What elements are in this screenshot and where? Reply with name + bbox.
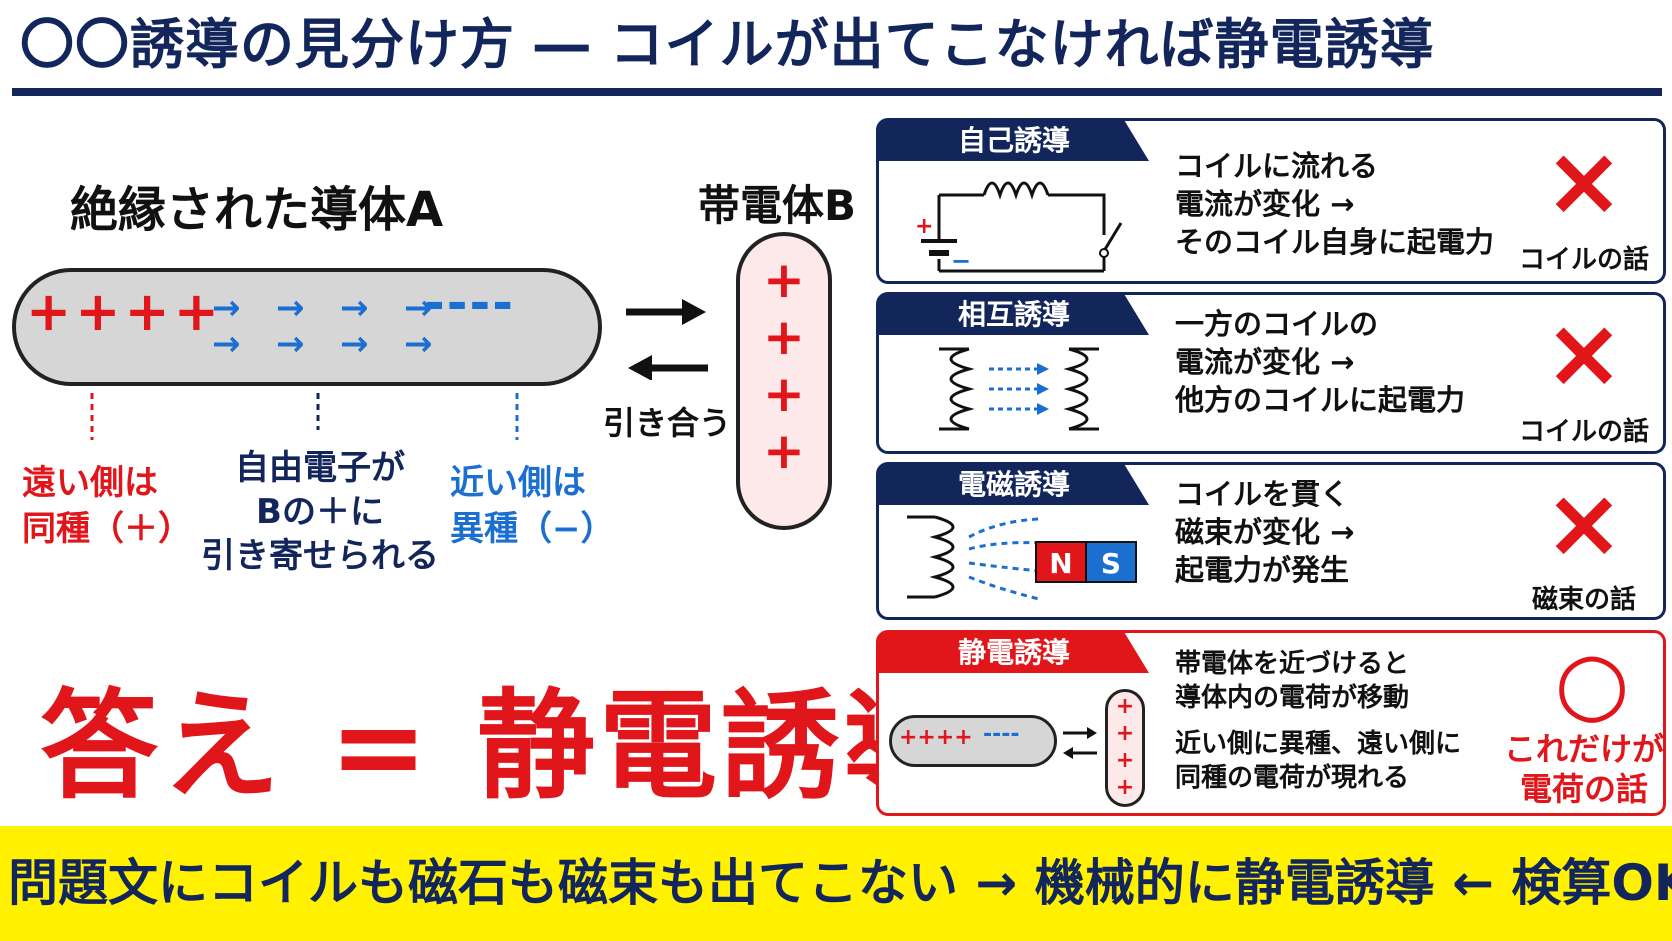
battery-plus: + (915, 214, 933, 239)
card-tag: 電磁誘導 (879, 465, 1149, 505)
mini-plus-charges: ++++ (899, 725, 973, 750)
plus-charge: + (763, 251, 805, 309)
mini-charged-body (1105, 689, 1145, 807)
desc-line: そのコイル自身に起電力 (1175, 225, 1495, 259)
verdict-line2: 電荷の話 (1519, 770, 1648, 808)
desc-line: 磁束が変化 → (1175, 515, 1355, 549)
far-side-label-line1: 遠い側は (22, 463, 158, 503)
desc-line: 帯電体を近づけると (1175, 649, 1410, 679)
verdict-line1: これだけが (1503, 730, 1664, 768)
near-side-label-line1: 近い側は (450, 463, 586, 503)
plus-charge: + (763, 422, 805, 480)
arrow-right-icon: → (212, 288, 241, 328)
battery-minus: − (951, 247, 971, 275)
arrow-right-icon: → (404, 288, 433, 328)
plus-charge: + (763, 308, 805, 366)
plus-charge: + (1115, 694, 1135, 719)
footer-banner: 問題文にコイルも磁石も磁束も出てこない → 機械的に静電誘導 ← 検算OK (0, 826, 1672, 941)
mini-charged-body-charges: + + + + (1105, 693, 1145, 801)
card-tag: 相互誘導 (879, 295, 1149, 335)
coil-icon (907, 515, 955, 599)
card-verdict: 磁束の話 (1531, 585, 1636, 615)
arrow-right-icon: → (340, 288, 369, 328)
card-description: コイルに流れる 電流が変化 → そのコイル自身に起電力 (1175, 147, 1494, 261)
magnet-north: N (1035, 541, 1087, 583)
cross-mark-icon: × (1543, 297, 1625, 409)
card-description: 帯電体を近づけると 導体内の電荷が移動 近い側に異種、遠い側に 同種の電荷が現れ… (1175, 647, 1461, 795)
desc-line: 起電力が発生 (1175, 553, 1350, 587)
charged-body-charges: + + + + (736, 252, 832, 480)
coil-icon (939, 347, 975, 431)
desc-line: 電流が変化 → (1175, 187, 1355, 221)
cross-mark-icon: × (1543, 125, 1625, 237)
card-tag: 自己誘導 (879, 121, 1149, 161)
card-verdict: これだけが 電荷の話 (1499, 729, 1669, 809)
leader-lines (90, 393, 519, 440)
card-description: 一方のコイルの 電流が変化 → 他方のコイルに起電力 (1175, 305, 1465, 419)
circle-mark-icon: ○ (1554, 633, 1630, 733)
conductor-minus-charges: ---- (424, 274, 516, 332)
far-side-label: 遠い側は 同種（＋） (22, 460, 192, 552)
coil-icon (982, 181, 1050, 200)
switch-icon (1102, 222, 1123, 271)
arrow-right-icon: → (276, 324, 305, 364)
conductor-heading: 絶縁された導体A (70, 182, 444, 238)
arrowhead-left (628, 355, 652, 380)
desc-line: コイルを貫く (1175, 477, 1350, 511)
arrow-right-icon: → (212, 324, 241, 364)
mini-conductor (889, 715, 1057, 767)
far-side-label-line2: 同種（＋） (22, 509, 192, 549)
self-induction-circuit-icon: + − (915, 181, 1123, 275)
plus-charge: + (763, 365, 805, 423)
near-side-label: 近い側は 異種（−） (450, 460, 615, 552)
title-underline (12, 88, 1662, 96)
mini-minus-charges: ---- (983, 722, 1020, 747)
attract-label: 引き合う (603, 404, 732, 442)
plus-charge: + (1115, 748, 1135, 773)
charged-body-heading: 帯電体B (698, 181, 857, 230)
card-electrostatic-induction: 静電誘導 ++++ ---- + + + + 帯電体を近づけると 導体内の電荷が… (876, 630, 1666, 816)
desc-line: 近い側に異種、遠い側に (1175, 729, 1462, 759)
flux-lines-icon (968, 517, 1040, 601)
card-mutual-induction: 相互誘導 一方のコイルの 電流が変化 → 他方のコイルに起電力 × コイルの話 (876, 292, 1666, 454)
mini-attraction-arrows (1063, 727, 1097, 759)
free-electron-line3: 引き寄せられる (201, 536, 439, 576)
desc-line: 一方のコイルの (1175, 307, 1379, 341)
card-verdict: コイルの話 (1518, 245, 1649, 275)
free-electron-line2: Bの＋に (256, 492, 384, 532)
page-title: 〇〇誘導の見分け方 ― コイルが出てこなければ静電誘導 (20, 13, 1435, 76)
magnet-coil-icon (907, 515, 1040, 601)
desc-line: 同種の電荷が現れる (1175, 763, 1410, 793)
mutual-induction-coils-icon (939, 347, 1099, 431)
conductor-plus-charges: ++++ (26, 280, 223, 343)
near-side-label-line2: 異種（−） (450, 509, 615, 549)
footer-text: 問題文にコイルも磁石も磁束も出てこない → 機械的に静電誘導 ← 検算OK (8, 854, 1672, 912)
answer-text: 答え = 静電誘導 (40, 677, 966, 815)
card-verdict: コイルの話 (1518, 417, 1649, 447)
card-tag: 静電誘導 (879, 633, 1149, 673)
arrow-right-icon: → (404, 324, 433, 364)
arrow-right-icon: → (276, 288, 305, 328)
desc-line: 電流が変化 → (1175, 345, 1355, 379)
magnet-south: S (1085, 541, 1137, 583)
plus-charge: + (1115, 775, 1135, 800)
card-electromagnetic-induction: 電磁誘導 N S コイルを貫く 磁束が変化 → 起電力が発生 × 磁束の話 (876, 462, 1666, 620)
cross-mark-icon: × (1543, 467, 1625, 579)
arrowhead-right (682, 299, 706, 325)
charged-body-b (736, 232, 832, 530)
desc-line: 他方のコイルに起電力 (1175, 383, 1466, 417)
free-electron-label: 自由電子が Bの＋に 引き寄せられる (200, 446, 440, 578)
desc-line: コイルに流れる (1175, 149, 1379, 183)
electron-flow-arrows: → → → → → → → → (212, 290, 433, 362)
conductor-a (12, 268, 602, 386)
plus-charge: + (1115, 721, 1135, 746)
desc-line: 導体内の電荷が移動 (1175, 683, 1410, 713)
free-electron-line1: 自由電子が (235, 448, 405, 488)
flux-arrows-icon (989, 367, 1039, 411)
card-self-induction: 自己誘導 + − コイルに流れる 電流が変化 → そのコイル自身に起電力 × コ… (876, 118, 1666, 284)
arrow-right-icon: → (340, 324, 369, 364)
attraction-arrows (626, 299, 708, 380)
card-description: コイルを貫く 磁束が変化 → 起電力が発生 (1175, 475, 1354, 589)
coil-icon (1063, 347, 1099, 431)
